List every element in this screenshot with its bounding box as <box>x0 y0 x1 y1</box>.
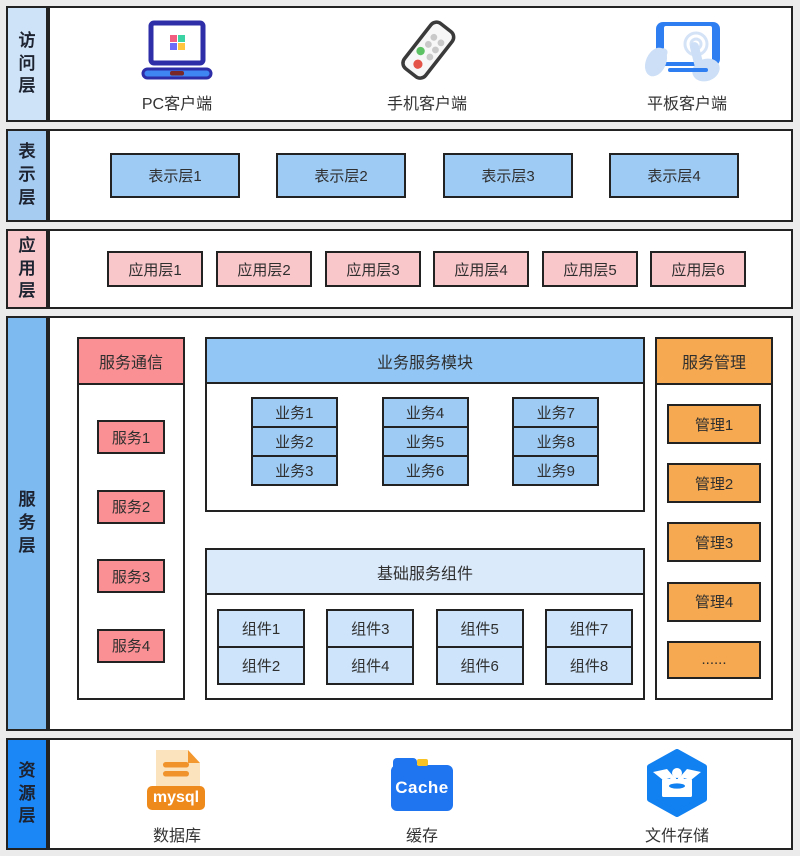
cache-folder-icon: Cache <box>391 746 453 820</box>
business-box-6: 业务6 <box>381 455 469 486</box>
management-box-1: 管理1 <box>667 404 761 445</box>
business-box-9: 业务9 <box>512 455 600 486</box>
component-box-3: 组件3 <box>326 608 415 648</box>
component-box-5: 组件5 <box>435 608 524 648</box>
business-box-4: 业务4 <box>381 397 469 428</box>
service-management-title: 服务管理 <box>657 339 771 385</box>
pc-client-caption: PC客户端 <box>141 96 213 113</box>
business-box-3: 业务3 <box>250 455 338 486</box>
business-group-2: 业务4 业务5 业务6 <box>381 397 469 486</box>
application-box-1: 应用层1 <box>107 251 203 287</box>
cache-badge: Cache <box>395 778 449 797</box>
component-box-6: 组件6 <box>435 645 524 685</box>
database-resource: mysql 数据库 <box>92 746 262 846</box>
mysql-badge: mysql <box>147 786 205 810</box>
service-layer-row: 服务通信 服务1 服务2 服务3 服务4 业务服务模块 业务1 业务2 业务3 … <box>48 316 793 731</box>
tablet-client-caption: 平板客户端 <box>646 96 727 113</box>
component-group-3: 组件5 组件6 <box>435 608 524 685</box>
component-box-4: 组件4 <box>326 645 415 685</box>
pc-client: PC客户端 <box>92 14 262 114</box>
service-box-4: 服务4 <box>97 628 165 663</box>
presentation-box-4: 表示层4 <box>609 153 739 198</box>
mobile-client: 手机客户端 <box>342 14 512 114</box>
tablet-icon <box>644 14 730 88</box>
component-group-2: 组件3 组件4 <box>326 608 415 685</box>
presentation-layer-label: 表示层 <box>6 129 48 222</box>
presentation-box-3: 表示层3 <box>443 153 573 198</box>
resource-layer-row: mysql 数据库 Cache 缓存 文件存储 <box>48 738 793 850</box>
access-layer-label: 访问层 <box>6 6 48 122</box>
application-box-2: 应用层2 <box>216 251 312 287</box>
access-layer-row: PC客户端 手机客户端 <box>48 6 793 122</box>
business-box-8: 业务8 <box>512 426 600 457</box>
component-box-1: 组件1 <box>217 608 305 648</box>
phone-icon <box>388 14 466 88</box>
business-box-1: 业务1 <box>250 397 338 428</box>
business-service-module-panel: 业务服务模块 业务1 业务2 业务3 业务4 业务5 业务6 业务7 业务8 业… <box>205 337 645 512</box>
component-box-7: 组件7 <box>544 608 633 648</box>
service-communication-panel: 服务通信 服务1 服务2 服务3 服务4 <box>77 337 185 700</box>
business-group-3: 业务7 业务8 业务9 <box>512 397 600 486</box>
service-management-panel: 服务管理 管理1 管理2 管理3 管理4 ...... <box>655 337 773 700</box>
foundation-components-title: 基础服务组件 <box>207 550 643 595</box>
foundation-components-panel: 基础服务组件 组件1 组件2 组件3 组件4 组件5 组件6 组件7 组件8 <box>205 548 645 700</box>
service-box-3: 服务3 <box>97 559 165 594</box>
application-box-5: 应用层5 <box>542 251 638 287</box>
component-box-2: 组件2 <box>217 645 305 685</box>
application-layer-row: 应用层1 应用层2 应用层3 应用层4 应用层5 应用层6 <box>48 229 793 309</box>
file-storage-icon <box>643 746 711 820</box>
application-box-4: 应用层4 <box>433 251 529 287</box>
application-box-6: 应用层6 <box>650 251 746 287</box>
business-group-1: 业务1 业务2 业务3 <box>250 397 338 486</box>
business-service-module-title: 业务服务模块 <box>207 339 643 384</box>
file-storage-caption: 文件存储 <box>644 828 709 845</box>
mobile-client-caption: 手机客户端 <box>386 96 467 113</box>
service-communication-title: 服务通信 <box>79 339 183 385</box>
service-layer-label: 服务层 <box>6 316 48 731</box>
cache-caption: 缓存 <box>405 828 438 845</box>
file-storage-resource: 文件存储 <box>592 746 762 846</box>
database-caption: 数据库 <box>152 828 201 845</box>
management-box-more: ...... <box>667 640 761 679</box>
service-box-2: 服务2 <box>97 489 165 524</box>
service-box-1: 服务1 <box>97 420 165 455</box>
laptop-icon <box>139 14 215 88</box>
resource-layer-label: 资源层 <box>6 738 48 850</box>
application-box-3: 应用层3 <box>325 251 421 287</box>
management-box-4: 管理4 <box>667 581 761 622</box>
mysql-file-icon: mysql <box>147 746 206 820</box>
presentation-box-2: 表示层2 <box>276 153 406 198</box>
cache-resource: Cache 缓存 <box>337 746 507 846</box>
application-layer-label: 应用层 <box>6 229 48 309</box>
component-group-4: 组件7 组件8 <box>544 608 633 685</box>
business-box-2: 业务2 <box>250 426 338 457</box>
business-box-5: 业务5 <box>381 426 469 457</box>
component-group-1: 组件1 组件2 <box>217 608 305 685</box>
component-box-8: 组件8 <box>544 645 633 685</box>
tablet-client: 平板客户端 <box>602 14 772 114</box>
presentation-box-1: 表示层1 <box>110 153 240 198</box>
business-box-7: 业务7 <box>512 397 600 428</box>
management-box-2: 管理2 <box>667 463 761 504</box>
presentation-layer-row: 表示层1 表示层2 表示层3 表示层4 <box>48 129 793 222</box>
management-box-3: 管理3 <box>667 522 761 563</box>
